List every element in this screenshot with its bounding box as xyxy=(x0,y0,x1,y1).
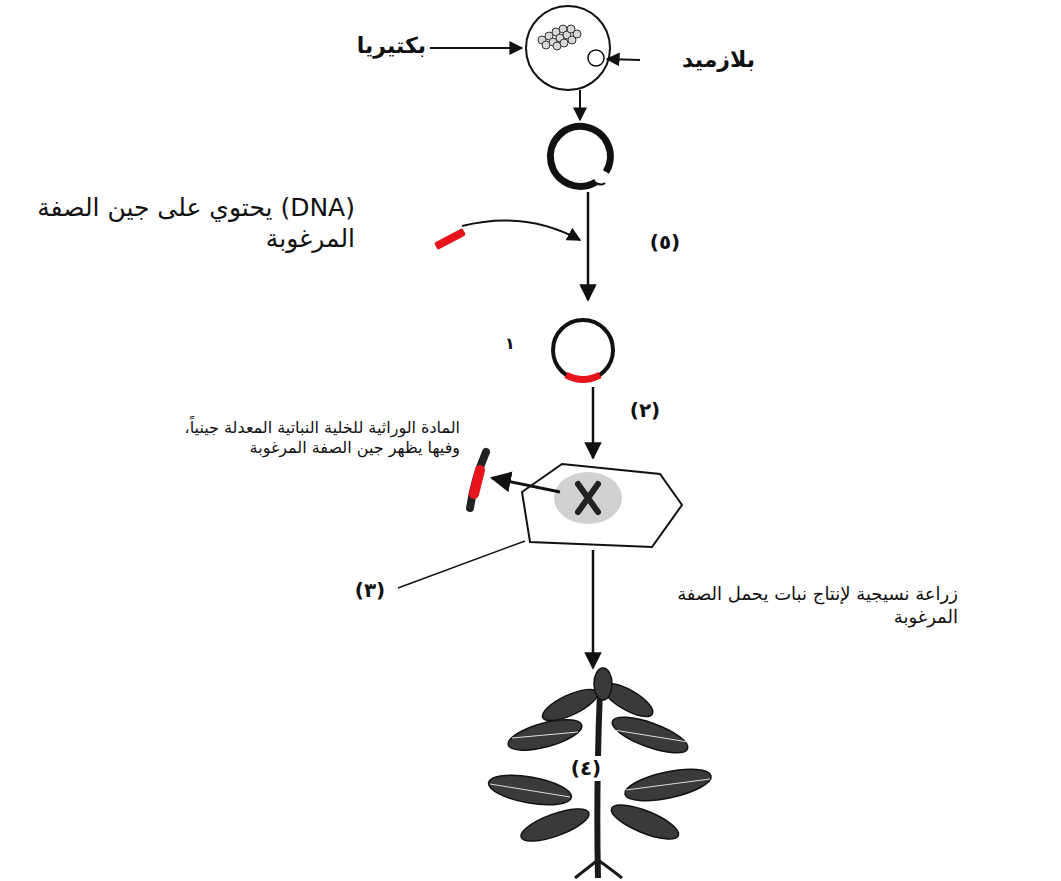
plant-cell xyxy=(522,464,682,547)
leader-line xyxy=(398,541,525,588)
label-text: بلازميد xyxy=(645,46,755,74)
bacterium xyxy=(526,6,610,90)
label-text: بكتيريا xyxy=(328,32,426,60)
chromosome-fragment xyxy=(470,452,486,508)
callout-number: (٢) xyxy=(610,398,680,423)
cut-plasmid xyxy=(550,126,610,186)
cut-end xyxy=(596,183,605,185)
plant xyxy=(486,668,713,878)
pointer-arrow xyxy=(607,59,640,60)
step-arrow xyxy=(579,90,581,120)
label-text: المادة الوراثية للخلية النباتية المعدلة … xyxy=(150,418,460,458)
inserted-gene xyxy=(566,375,600,380)
dna-fragment xyxy=(434,228,466,250)
step-arrow xyxy=(587,192,590,300)
recombinant-plasmid xyxy=(553,320,613,380)
plasmid xyxy=(588,50,604,66)
label-text: زراعة نسيجية لإنتاج نبات يحمل الصفة المر… xyxy=(628,583,958,628)
label-text: (DNA) يحتوي على جين الصفة المرغوبة xyxy=(5,192,355,255)
pointer-arrow xyxy=(430,47,522,49)
step-arrow xyxy=(592,550,595,668)
pointer-arrow xyxy=(492,478,560,492)
callout-number: (٣) xyxy=(335,578,405,603)
callout-number: (٤) xyxy=(560,756,612,781)
callout-number: (٥) xyxy=(630,230,700,255)
callout-number: ١ xyxy=(498,334,522,354)
step-arrow xyxy=(592,387,595,458)
insert-arrow xyxy=(462,220,580,240)
